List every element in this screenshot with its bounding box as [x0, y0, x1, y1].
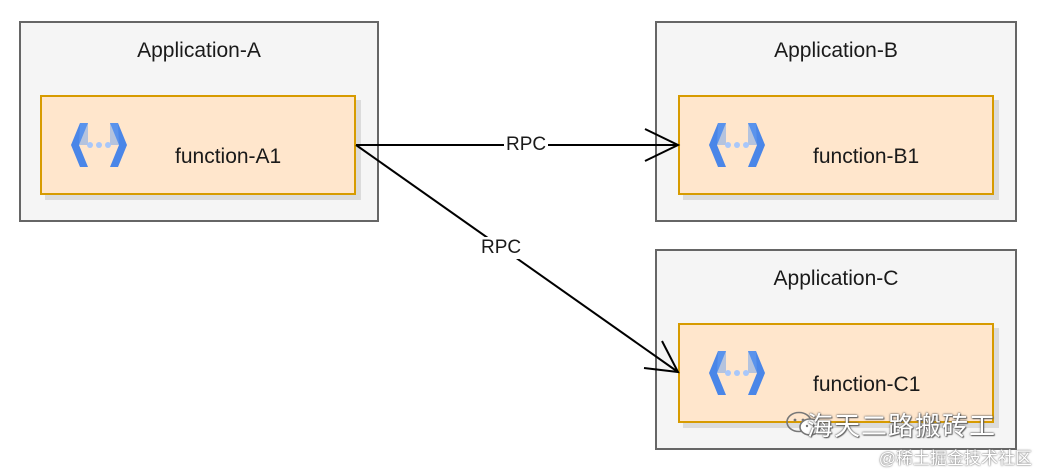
function-a1-label: function-A1 — [175, 145, 282, 168]
cloud-functions-icon — [71, 123, 127, 167]
application-b-title: Application-B — [774, 39, 898, 62]
function-c1-box[interactable]: function-C1 — [678, 323, 994, 423]
application-a-title: Application-A — [137, 39, 261, 62]
rpc-edge-a1-b1-label: RPC — [504, 134, 549, 156]
cloud-functions-icon — [709, 351, 765, 395]
function-b1-box[interactable]: function-B1 — [678, 95, 994, 195]
rpc-edge-a1-c1-label: RPC — [479, 237, 524, 259]
function-c1-label: function-C1 — [813, 373, 921, 396]
function-b1-label: function-B1 — [813, 145, 920, 168]
application-c-title: Application-C — [773, 267, 899, 290]
wechat-logo-icon — [786, 411, 821, 436]
function-a1-box[interactable]: function-A1 — [40, 95, 356, 195]
watermark-platform: @稀土掘金技术社区 — [878, 449, 1032, 468]
cloud-functions-icon — [709, 123, 765, 167]
watermark-author: 海天二路搬砖工 — [806, 411, 996, 441]
